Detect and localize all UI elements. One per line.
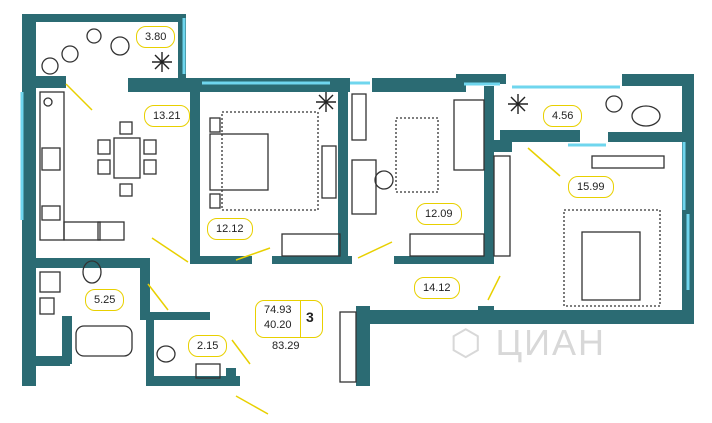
summary-divider (300, 301, 301, 337)
watermark-text: ЦИАН (495, 322, 606, 363)
room-area-bedroom-1: 12.12 (207, 218, 253, 240)
room-area-toilet: 2.15 (188, 335, 228, 357)
room-area-hall: 14.12 (414, 277, 460, 299)
room-area-kitchen: 13.21 (144, 105, 190, 127)
room-area-bedroom-3: 15.99 (568, 176, 614, 198)
furniture (39, 28, 665, 383)
room-area-balcony-right: 4.56 (543, 105, 583, 127)
area-value-1: 74.93 (264, 304, 292, 316)
rooms-count: 3 (306, 309, 314, 325)
room-area-balcony-left: 3.80 (136, 26, 176, 48)
cian-logo-icon: ⬡ (450, 322, 484, 363)
area-value-2: 40.20 (264, 319, 292, 331)
door-lines (65, 83, 561, 415)
room-area-bedroom-2: 12.09 (416, 203, 462, 225)
windows (20, 18, 690, 290)
watermark: ⬡ ЦИАН (450, 322, 606, 364)
room-area-bathroom: 5.25 (85, 289, 125, 311)
area-summary-box: 74.93 40.20 3 (255, 300, 323, 338)
total-area: 83.29 (272, 340, 300, 352)
walls (22, 14, 694, 386)
plant-icons (152, 52, 528, 114)
